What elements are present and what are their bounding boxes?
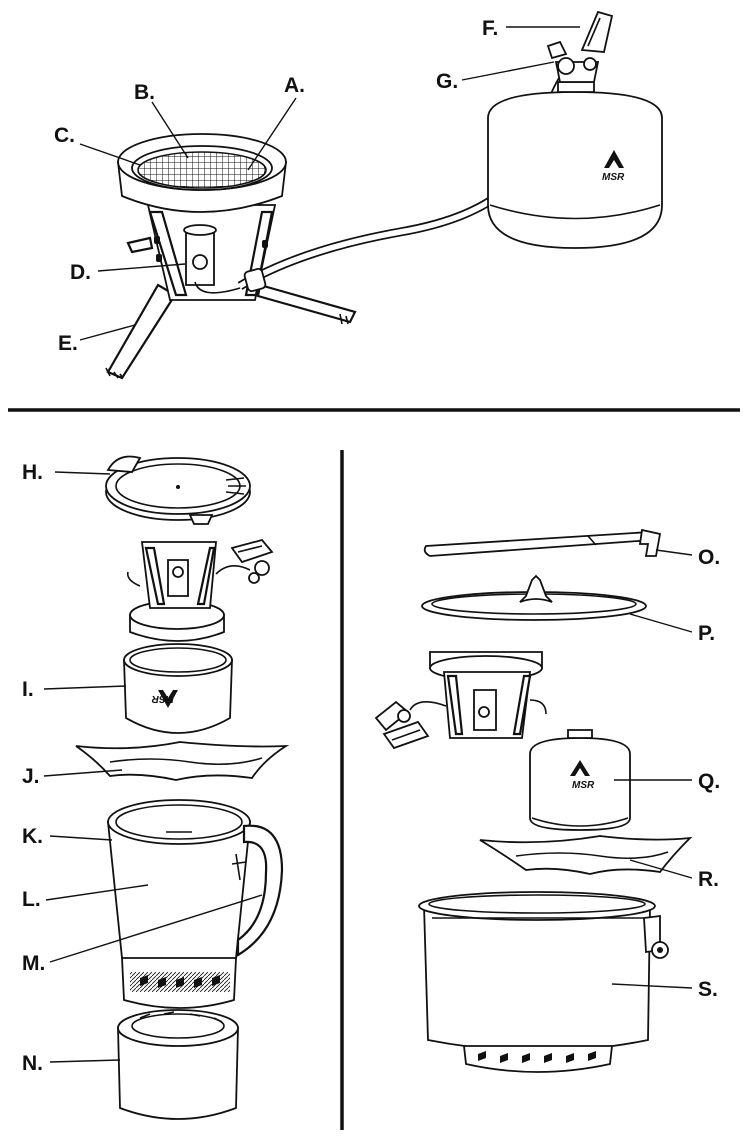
label-I: I.: [22, 678, 34, 701]
label-A: A.: [284, 74, 305, 97]
stove-legs: [105, 236, 357, 380]
bowl-I: MSR: [123, 643, 233, 734]
label-H: H.: [22, 461, 43, 484]
canister-brand-text: MSR: [602, 172, 625, 183]
label-C: C.: [54, 124, 75, 147]
label-P: P.: [698, 622, 715, 645]
label-Q: Q.: [698, 770, 720, 793]
gas-canister-top: MSR: [487, 57, 663, 249]
label-R: R.: [698, 868, 719, 891]
label-M: M.: [22, 952, 45, 975]
label-G: G.: [436, 70, 458, 93]
pouch-J: [75, 741, 290, 781]
lid-H: [105, 455, 251, 525]
label-K: K.: [22, 825, 43, 848]
left-exploded-view: MSR: [75, 455, 290, 1120]
stove-stack-right: [374, 651, 547, 750]
pot-gripper-O: [423, 528, 662, 557]
right-exploded-view: MSR: [374, 528, 693, 1073]
cup-N: [117, 1009, 239, 1120]
label-S: S.: [698, 978, 718, 1001]
canister-q-brand-text: MSR: [572, 780, 595, 791]
right-callouts: [611, 549, 693, 989]
bowl-brand-text: MSR: [151, 693, 174, 704]
label-J: J.: [22, 765, 40, 788]
label-D: D.: [70, 261, 91, 284]
top-callouts: [79, 26, 580, 341]
regulator-valve: [546, 10, 614, 60]
label-N: N.: [22, 1052, 43, 1075]
assembled-stove-illustration: MSR: [105, 10, 663, 380]
label-F: F.: [482, 17, 498, 40]
heat-exchanger-pot: [107, 799, 284, 1009]
lid-P: [421, 574, 647, 621]
label-L: L.: [22, 888, 41, 911]
pouch-R: [479, 835, 693, 875]
label-B: B.: [134, 81, 155, 104]
burner-head: [116, 133, 288, 213]
gas-canister-Q: MSR: [529, 729, 631, 831]
label-O: O.: [698, 546, 720, 569]
large-pot-S: [418, 891, 669, 1073]
stove-stack-left: [126, 538, 274, 642]
label-E: E.: [58, 332, 78, 355]
left-callouts: [43, 471, 263, 1063]
